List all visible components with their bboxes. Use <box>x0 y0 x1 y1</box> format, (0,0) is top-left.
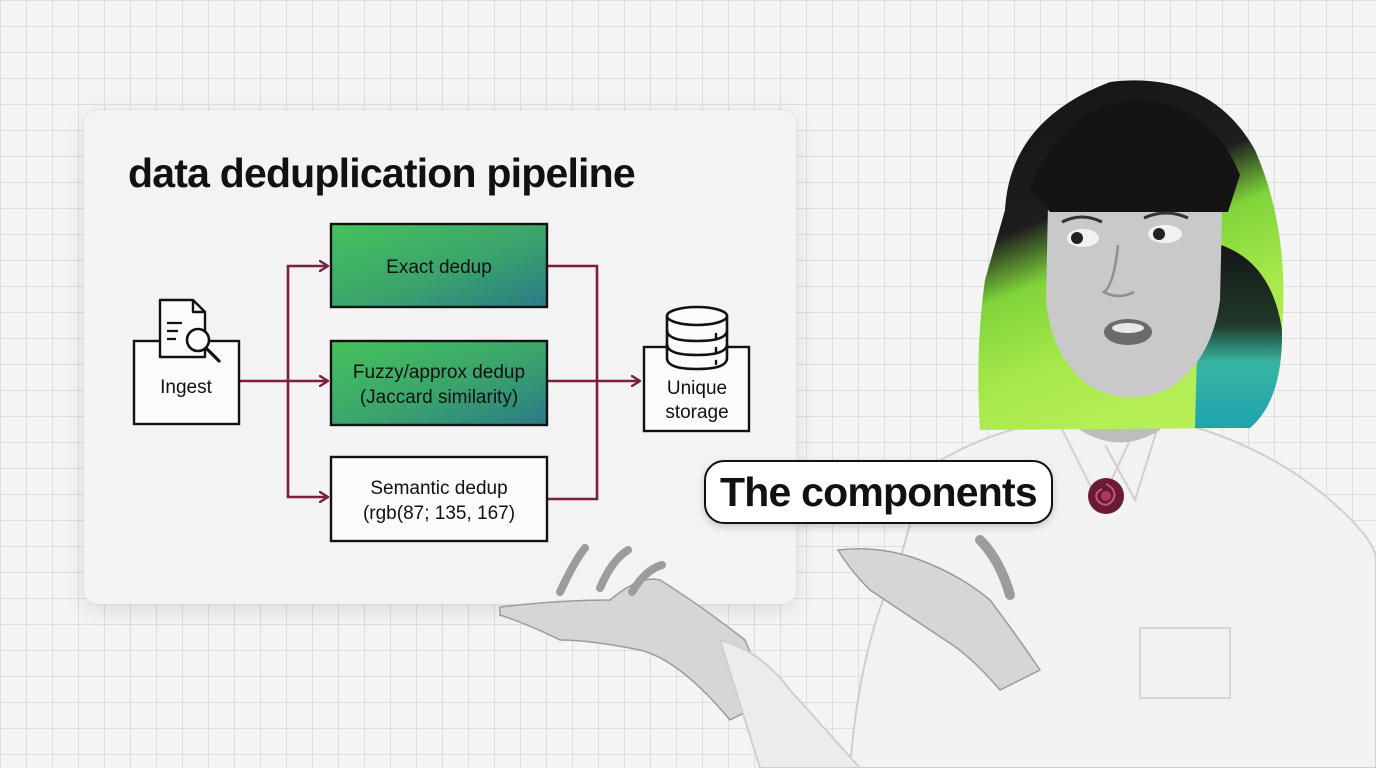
fuzzy-dedup-line2: (Jaccard similarity) <box>360 387 518 408</box>
diagram-title: data deduplication pipeline <box>128 150 636 196</box>
node-unique-storage: Unique storage <box>642 305 751 433</box>
arrow-to-exact <box>286 266 328 381</box>
node-fuzzy-dedup: Fuzzy/approx dedup (Jaccard similarity) <box>329 339 549 427</box>
semantic-dedup-line2: (rgb(87; 135, 167) <box>363 503 515 524</box>
ingest-label: Ingest <box>160 377 212 398</box>
node-ingest: Ingest <box>132 298 241 426</box>
right-hand <box>836 548 1042 691</box>
storage-line2: storage <box>665 402 728 423</box>
document-search-icon <box>158 298 221 363</box>
node-exact-dedup: Exact dedup <box>329 222 549 309</box>
arrow-to-semantic <box>286 381 328 497</box>
caption-bubble: The components <box>704 460 1053 524</box>
connector-semantic-out <box>547 381 599 501</box>
exact-dedup-label: Exact dedup <box>386 257 492 278</box>
node-semantic-dedup: Semantic dedup (rgb(87; 135, 167) <box>329 455 549 543</box>
storage-line1: Unique <box>667 378 727 399</box>
connector-exact-out <box>547 264 599 381</box>
fuzzy-dedup-line1: Fuzzy/approx dedup <box>353 362 525 383</box>
connectors <box>239 266 640 499</box>
database-icon <box>665 305 729 371</box>
hair-bangs <box>1030 100 1240 212</box>
semantic-dedup-line1: Semantic dedup <box>370 478 507 499</box>
face <box>1046 170 1222 398</box>
rose-brooch-icon <box>1088 478 1124 514</box>
